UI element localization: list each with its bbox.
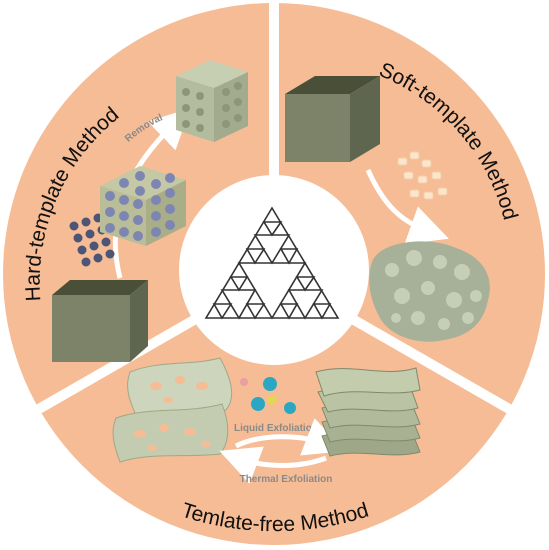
molecule-icon xyxy=(240,377,296,414)
exfoliated-sheets-icon xyxy=(112,357,233,463)
porous-structure-icon xyxy=(369,241,490,342)
sheet-stack-icon xyxy=(315,367,421,457)
center-circle xyxy=(179,175,369,365)
liquid-exfoliation-label: Liquid Exfoliation xyxy=(234,423,318,434)
sphere-lattice-cube-icon xyxy=(100,166,186,246)
sierpinski-lattice-icon xyxy=(204,206,340,320)
cube-icon xyxy=(52,280,148,362)
porous-cube-icon xyxy=(176,60,248,142)
exfoliation-arrow-bottom xyxy=(219,446,327,484)
thermal-exfoliation-label: Thermal Exfoliation xyxy=(240,474,333,485)
exfoliation-arrow-top xyxy=(234,418,345,456)
soft-template-arrow xyxy=(365,168,449,245)
cube-icon xyxy=(285,76,380,162)
micelle-cluster-icon xyxy=(397,151,448,200)
